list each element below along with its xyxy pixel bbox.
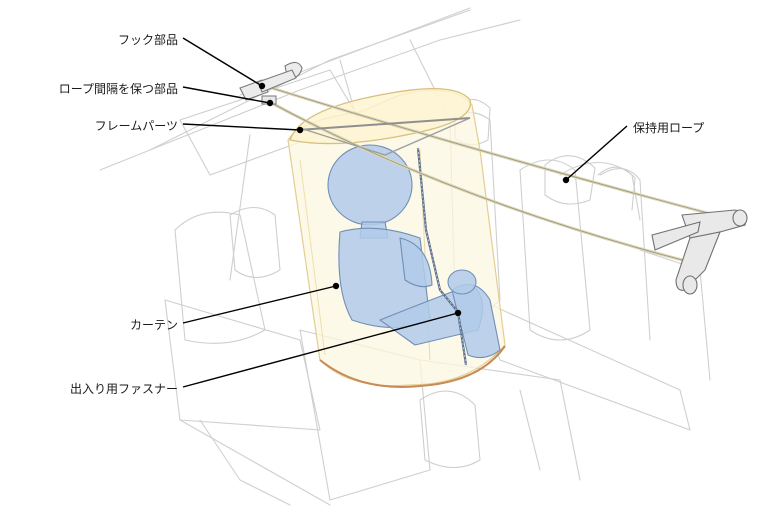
label-rope-spacer-part: ロープ間隔を保つ部品 <box>58 82 178 96</box>
hook-part-right <box>651 209 748 295</box>
seated-figure <box>327 144 501 359</box>
figure-arm <box>399 237 433 288</box>
rope-upper-line <box>261 84 716 216</box>
leader-dot-spacer <box>266 99 274 107</box>
leader-spacer <box>182 86 271 104</box>
label-hook-part: フック部品 <box>117 33 178 47</box>
label-holding-rope: 保持用ロープ <box>633 121 705 135</box>
leader-dot-rope <box>562 176 570 184</box>
rope-lower-line <box>265 99 691 263</box>
leader-dot-frame <box>296 126 304 134</box>
label-entry-fastener: 出入り用ファスナー <box>69 382 178 396</box>
figure-knee <box>447 269 477 295</box>
entry-zipper-teeth <box>417 147 467 366</box>
label-curtain: カーテン <box>129 318 178 332</box>
leader-dot-fastener <box>454 309 462 317</box>
label-frame-part: フレームパーツ <box>94 119 178 133</box>
leader-lines <box>182 37 628 388</box>
curtain-fold-2 <box>299 159 326 356</box>
frame-bar <box>297 117 471 131</box>
frame-bar-2 <box>299 117 471 156</box>
leader-fastener <box>182 312 459 388</box>
leader-dot-curtain <box>332 282 340 290</box>
leader-curtain <box>182 285 337 324</box>
leader-dot-hook <box>258 82 266 90</box>
leader-dots <box>258 82 570 317</box>
figure-head <box>327 144 413 226</box>
leader-hook <box>182 37 263 87</box>
holding-ropes <box>260 83 717 264</box>
curtain-bottom-edge <box>319 345 506 388</box>
leader-rope <box>565 125 628 181</box>
leader-frame <box>182 123 301 131</box>
